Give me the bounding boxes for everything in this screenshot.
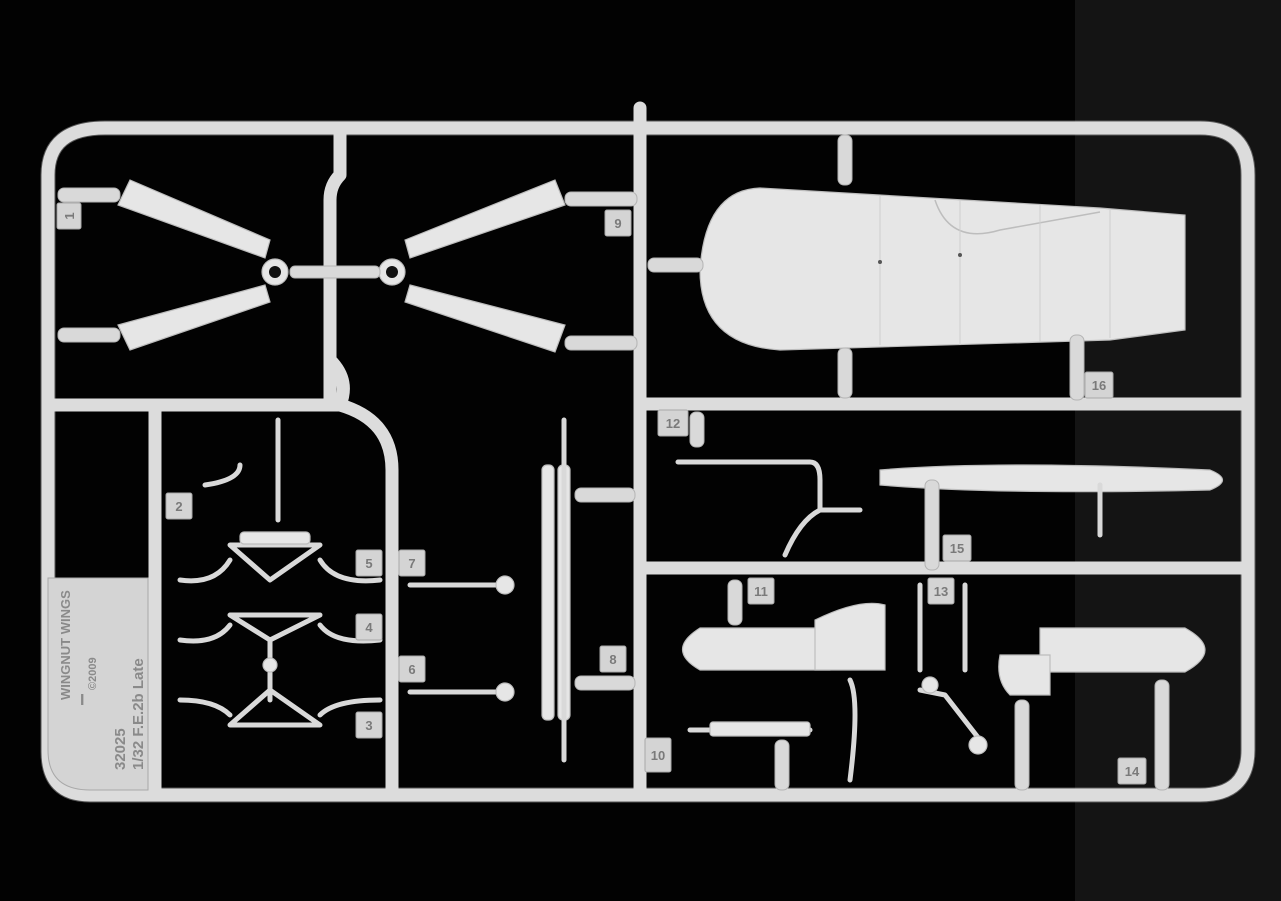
copyright: ©2009 (87, 657, 99, 690)
kit-label-block: WINGNUT WINGS ©2009 I 32025 1/32 F.E.2b … (47, 577, 149, 791)
svg-text:11: 11 (754, 584, 768, 599)
svg-text:13: 13 (934, 584, 948, 599)
propeller-left (57, 179, 289, 351)
svg-text:5: 5 (365, 556, 372, 571)
part-tab-7: 7 (398, 549, 426, 577)
part-tab-6: 6 (398, 655, 426, 683)
svg-text:8: 8 (609, 652, 616, 667)
svg-text:16: 16 (1092, 378, 1106, 393)
svg-text:10: 10 (651, 748, 665, 763)
svg-text:2: 2 (175, 499, 182, 514)
part-tab-12: 12 (657, 409, 689, 437)
part-tab-1: 1 (56, 202, 82, 230)
svg-text:15: 15 (950, 541, 964, 556)
part-tab-15: 15 (942, 534, 972, 562)
part-tab-10: 10 (644, 737, 672, 773)
svg-text:3: 3 (365, 718, 372, 733)
part-tab-5: 5 (355, 549, 383, 577)
svg-text:14: 14 (1125, 764, 1140, 779)
part-tab-11: 11 (747, 577, 775, 605)
tailplane-part (647, 134, 1186, 401)
part-tab-13: 13 (927, 577, 955, 605)
kit-number: 32025 (112, 728, 129, 770)
part-number-tabs: 1 2 3 4 5 6 7 8 9 10 11 12 13 14 15 16 (56, 202, 1147, 785)
sprue-letter: I (80, 692, 84, 709)
svg-text:12: 12 (666, 416, 680, 431)
sprue-frame (40, 101, 1256, 803)
undercarriage-parts (177, 417, 515, 728)
svg-text:4: 4 (365, 620, 373, 635)
part-tab-3: 3 (355, 711, 383, 739)
strut-parts (541, 417, 636, 763)
svg-text:6: 6 (408, 662, 415, 677)
fuel-tank-parts (682, 579, 1206, 791)
svg-text:9: 9 (614, 216, 621, 231)
part-tab-9: 9 (604, 209, 632, 237)
part-tab-14: 14 (1117, 757, 1147, 785)
part-tab-8: 8 (599, 645, 627, 673)
svg-text:1: 1 (62, 212, 77, 219)
part-tab-4: 4 (355, 613, 383, 641)
kit-name: 1/32 F.E.2b Late (130, 658, 147, 770)
part-tab-2: 2 (165, 492, 193, 520)
part-tab-16: 16 (1084, 371, 1114, 399)
svg-text:7: 7 (408, 556, 415, 571)
maker-logo: WINGNUT WINGS (58, 590, 73, 700)
propeller-right (289, 179, 638, 353)
pipe-parts (675, 411, 1224, 571)
